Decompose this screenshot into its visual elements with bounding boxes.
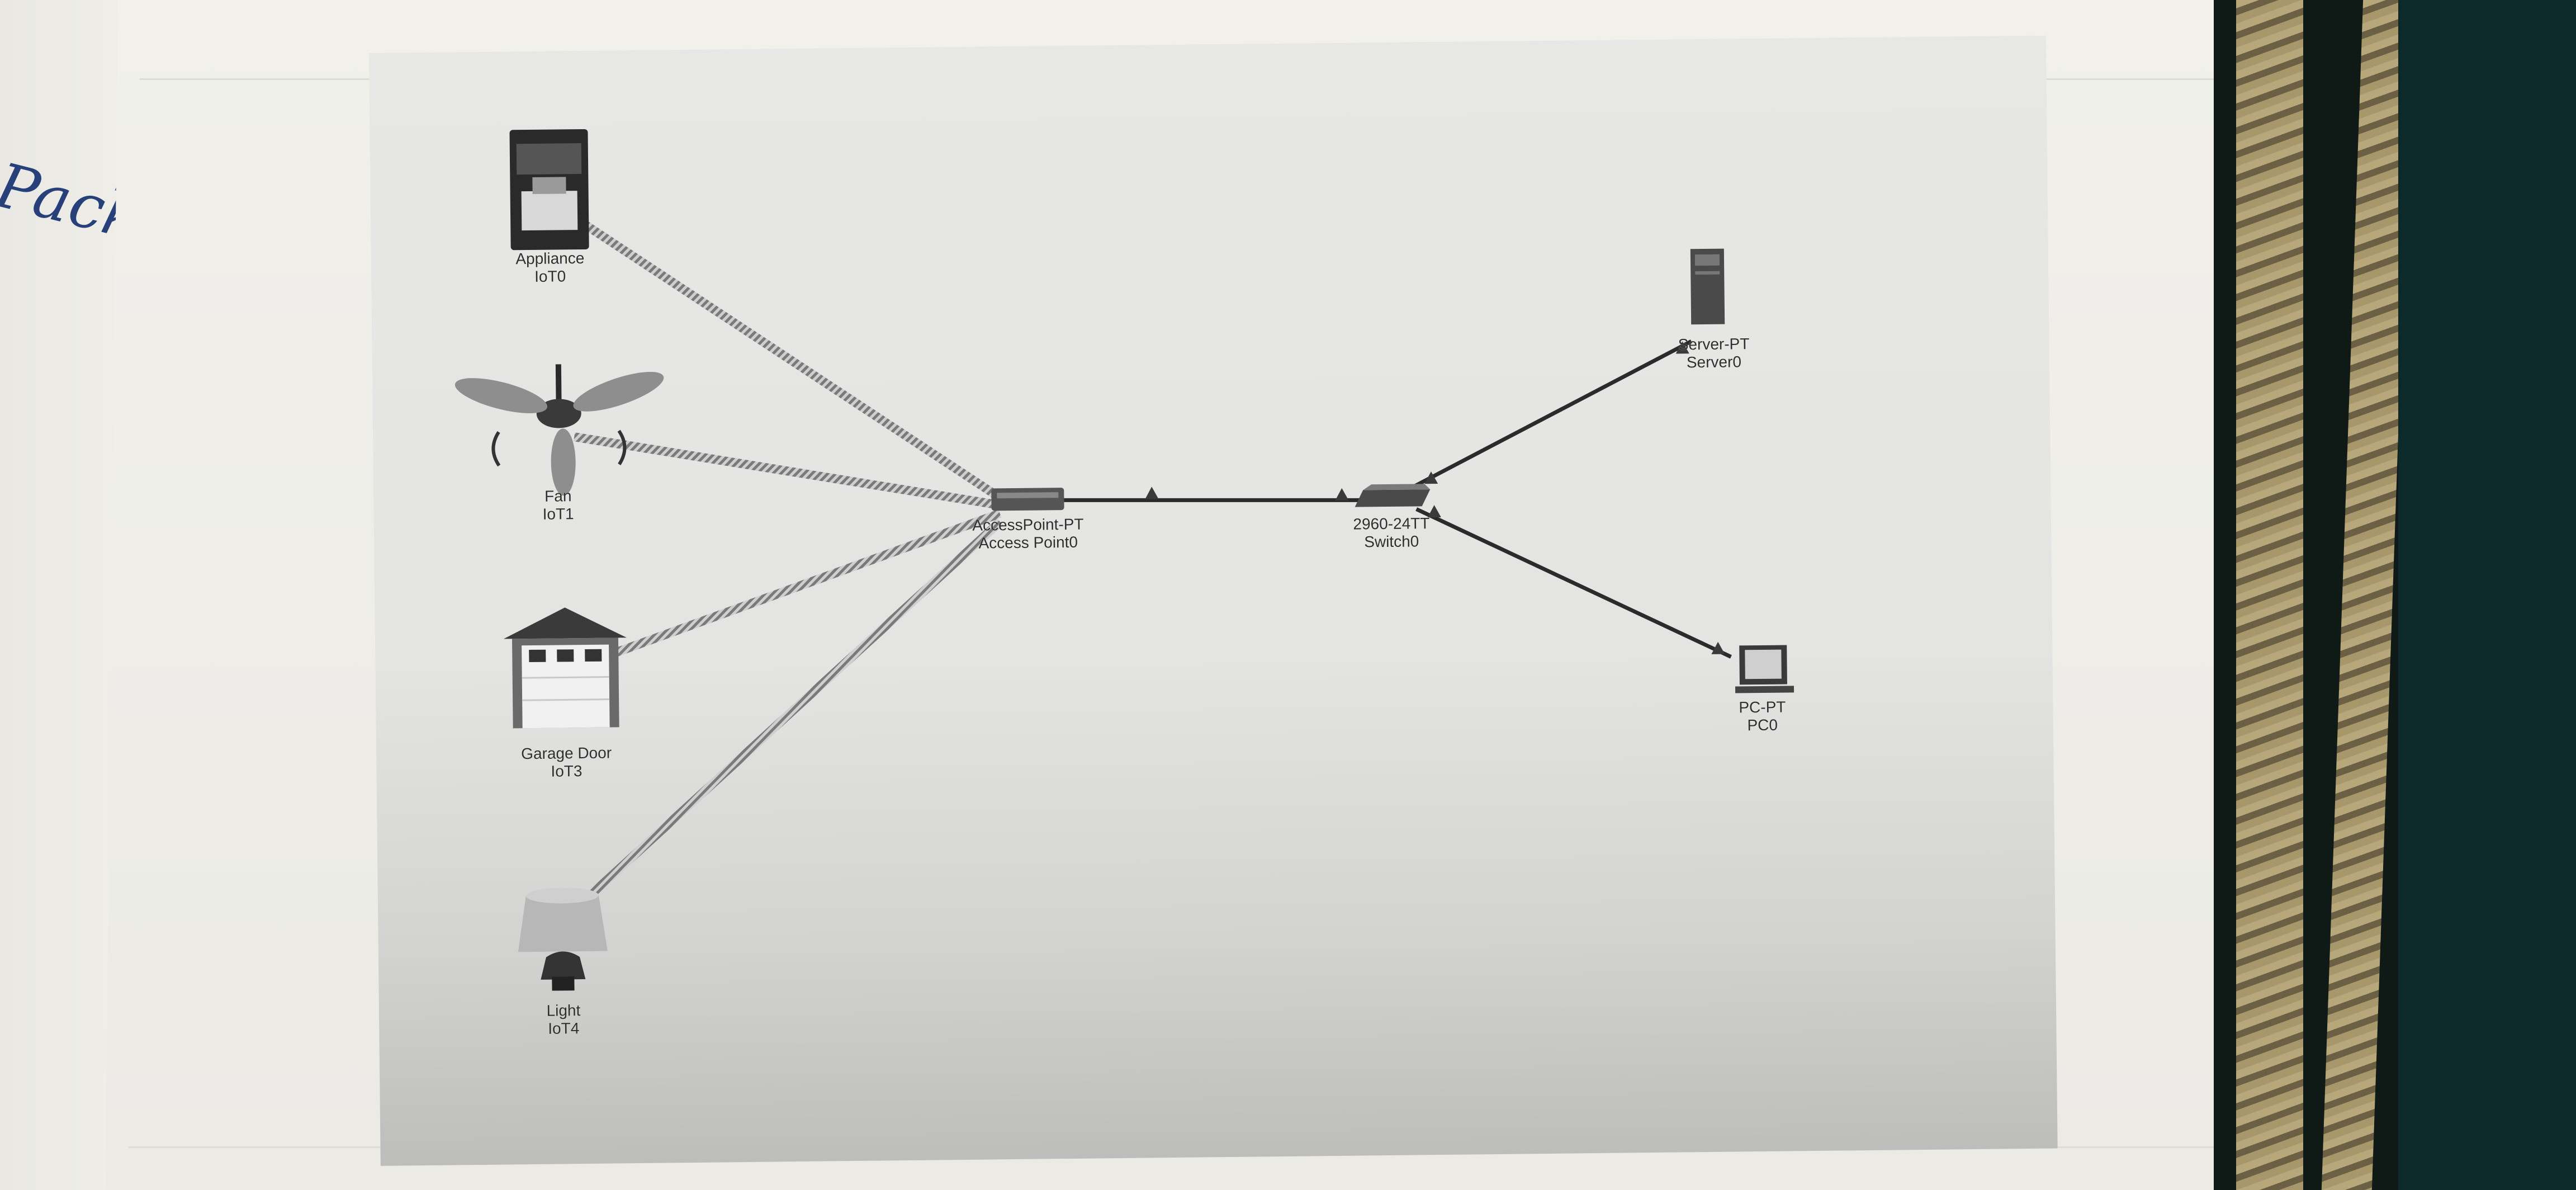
link-indicators xyxy=(1145,341,1725,654)
appliance-label: Appliance IoT0 xyxy=(466,249,634,286)
lamp-icon[interactable] xyxy=(518,887,608,991)
access-point-icon[interactable] xyxy=(991,488,1064,511)
link-switch-pc xyxy=(1415,507,1732,659)
device-name: 2960-24TT xyxy=(1353,514,1430,533)
wireless-link-appliance xyxy=(569,212,1005,503)
fabric-dark-area xyxy=(2398,0,2576,1190)
device-id: IoT1 xyxy=(542,505,574,523)
device-id: IoT4 xyxy=(548,1019,580,1037)
device-id: IoT3 xyxy=(551,762,583,780)
switch-label: 2960-24TT Switch0 xyxy=(1308,514,1476,551)
fabric-background xyxy=(2214,0,2576,1190)
device-name: Server-PT xyxy=(1678,335,1750,353)
garage-label: Garage Door IoT3 xyxy=(482,744,651,781)
appliance-icon[interactable] xyxy=(509,129,589,251)
device-name: Garage Door xyxy=(521,744,612,763)
device-id: IoT0 xyxy=(534,267,566,285)
link-indicator xyxy=(1335,488,1349,500)
link-ap-switch xyxy=(1044,498,1366,502)
pc-label: PC-PT PC0 xyxy=(1678,697,1846,735)
link-indicator xyxy=(1675,341,1689,354)
link-indicator xyxy=(1424,471,1438,484)
wireless-link-light xyxy=(587,518,1003,899)
device-id: Switch0 xyxy=(1364,532,1419,551)
device-id: Access Point0 xyxy=(978,533,1078,552)
server-icon[interactable] xyxy=(1690,248,1725,325)
topology-canvas xyxy=(452,129,1794,991)
server-label: Server-PT Server0 xyxy=(1630,334,1798,372)
garage-door-icon[interactable] xyxy=(503,607,627,729)
network-diagram: Appliance IoT0 Fan IoT1 Garage Door IoT3… xyxy=(369,35,2058,1166)
pc-icon[interactable] xyxy=(1735,645,1794,693)
switch-icon[interactable] xyxy=(1355,484,1431,507)
link-indicator xyxy=(1711,641,1725,654)
device-name: Fan xyxy=(544,487,572,505)
device-name: Appliance xyxy=(515,249,585,268)
device-name: AccessPoint-PT xyxy=(972,515,1084,534)
wireless-link-garage xyxy=(608,509,1002,659)
device-id: Server0 xyxy=(1686,353,1742,371)
link-indicator xyxy=(1145,487,1159,499)
wireless-links xyxy=(569,212,1005,899)
link-indicator xyxy=(1427,505,1441,518)
access-point-label: AccessPoint-PT Access Point0 xyxy=(944,515,1112,552)
fan-icon[interactable] xyxy=(452,363,669,497)
fabric-strap xyxy=(2236,0,2303,1190)
light-label: Light IoT4 xyxy=(480,1001,648,1038)
device-id: PC0 xyxy=(1747,716,1778,734)
fan-label: Fan IoT1 xyxy=(474,487,642,524)
ethernet-links xyxy=(1044,339,1732,659)
device-name: Light xyxy=(546,1002,581,1019)
wireless-link-fan xyxy=(573,432,1001,510)
link-switch-server xyxy=(1412,339,1693,489)
device-name: PC-PT xyxy=(1739,698,1786,716)
